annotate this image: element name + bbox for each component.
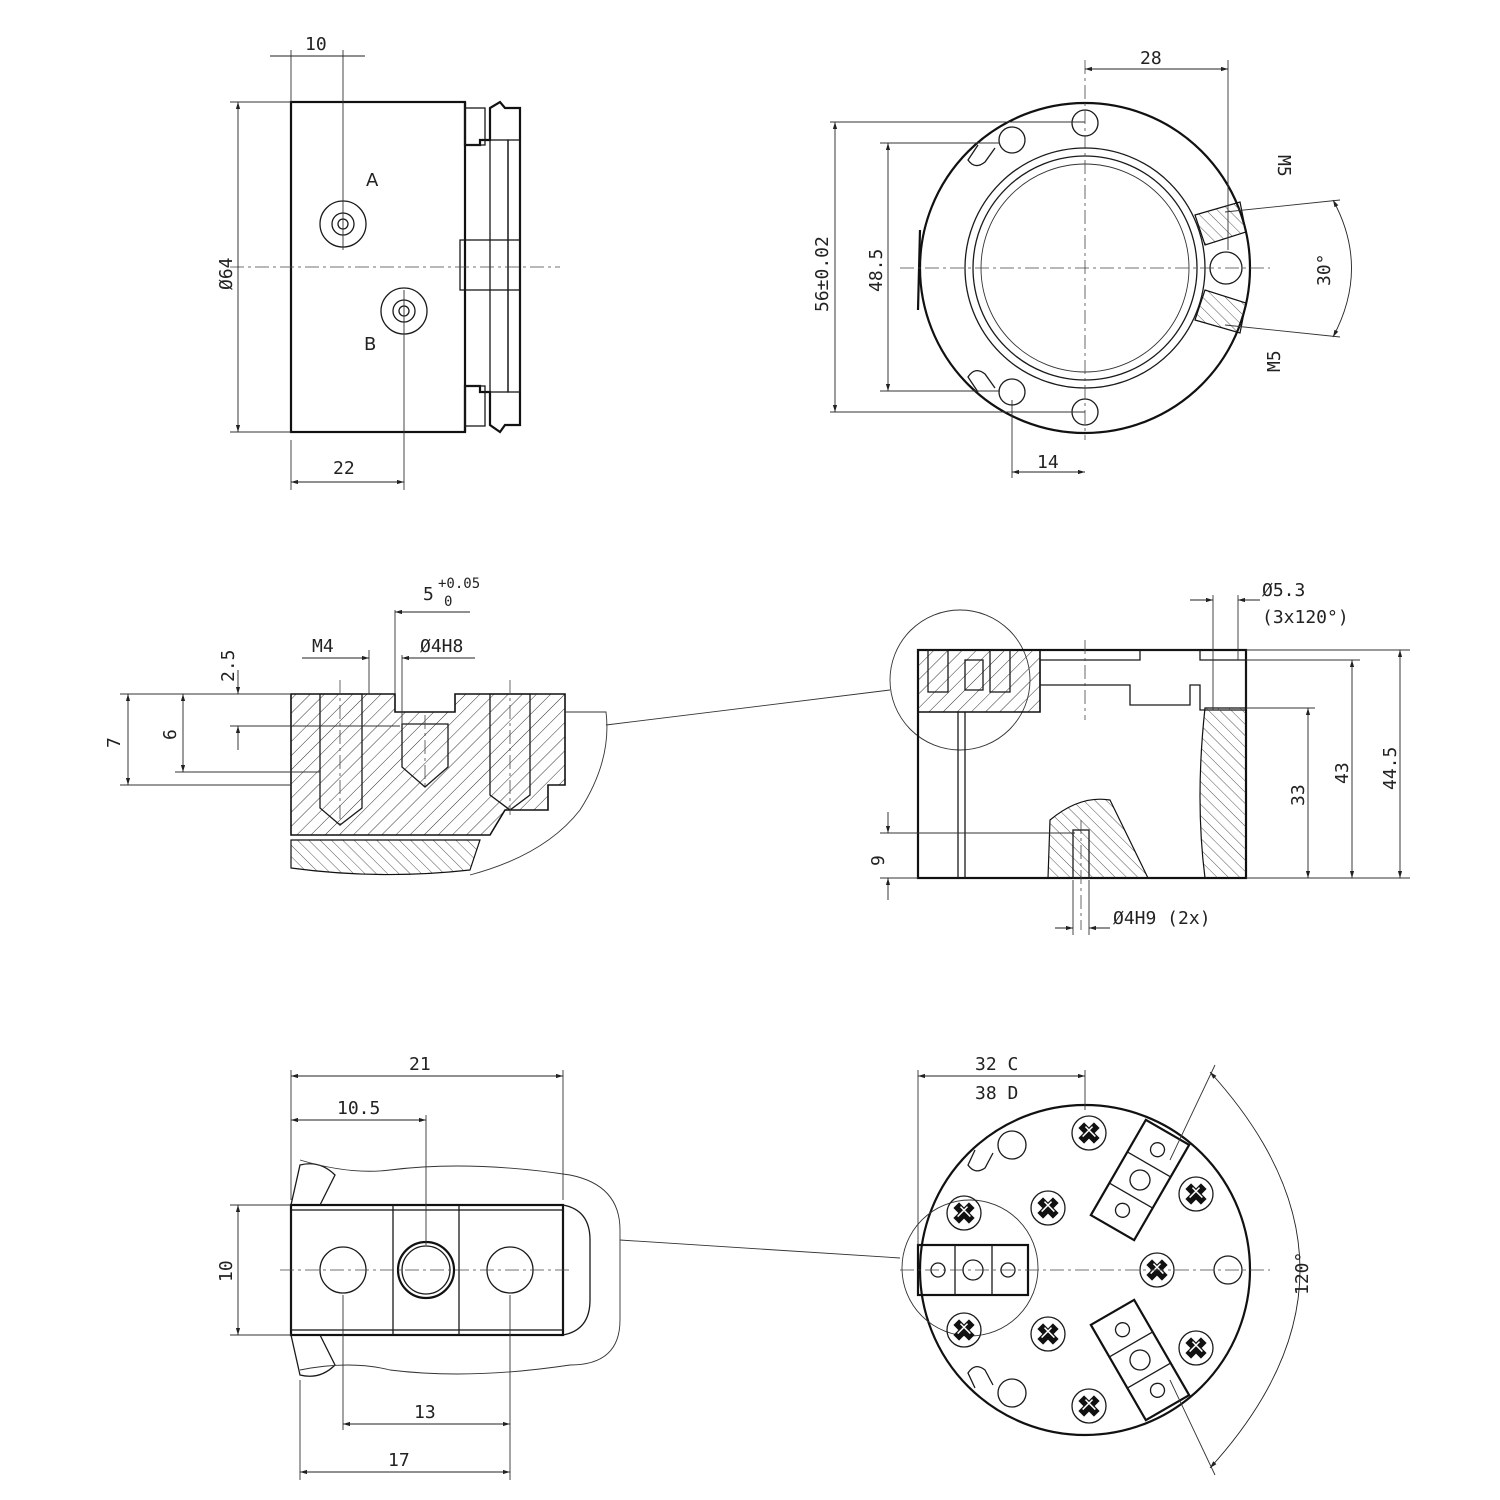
side-view: 10 Ø64 22 A B <box>216 34 560 490</box>
dim-m5-bottom: M5 <box>1264 350 1285 372</box>
dim-5-upper-tol: +0.05 <box>438 576 480 592</box>
bottom-view: 32 C 38 D 120° <box>900 1054 1313 1476</box>
dim-14: 14 <box>1037 452 1059 473</box>
dim-2-5: 2.5 <box>218 649 239 682</box>
dim-17: 17 <box>388 1450 410 1471</box>
plan-detail: 21 10.5 10 13 17 <box>216 1054 901 1480</box>
dim-10-plan: 10 <box>216 1260 237 1282</box>
phillips-screw-icon <box>1071 1388 1107 1424</box>
dim-5-3: Ø5.3 <box>1262 580 1305 601</box>
dim-m5-top: M5 <box>1273 155 1294 177</box>
top-view: 28 56±0.02 48.5 14 M5 M5 30° <box>812 48 1352 478</box>
dim-33: 33 <box>1288 784 1309 806</box>
section-detail: 5 +0.05 0 M4 Ø4H8 2.5 7 6 <box>104 576 891 876</box>
dim-7: 7 <box>104 737 125 748</box>
dim-13: 13 <box>414 1402 436 1423</box>
dim-43: 43 <box>1332 762 1353 784</box>
dim-10: 10 <box>305 34 327 55</box>
dim-48-5: 48.5 <box>866 249 887 292</box>
dim-4h9-2x: Ø4H9 (2x) <box>1113 908 1211 929</box>
dim-diameter-64: Ø64 <box>216 257 237 290</box>
section-view: Ø5.3 (3x120°) 33 43 44.5 9 Ø4H9 (2x) <box>868 580 1410 935</box>
phillips-screw-icon <box>946 1195 982 1231</box>
dim-m4: M4 <box>312 636 334 657</box>
dim-120-deg: 120° <box>1292 1252 1313 1295</box>
phillips-screw-icon <box>1178 1176 1214 1212</box>
dim-28: 28 <box>1140 48 1162 69</box>
dim-3x120: (3x120°) <box>1262 607 1349 628</box>
dim-30-deg: 30° <box>1314 253 1335 286</box>
dim-5-tol: 5 <box>423 584 434 605</box>
dim-5-lower-tol: 0 <box>444 594 452 610</box>
dim-56: 56±0.02 <box>812 236 833 312</box>
phillips-screw-icon <box>946 1312 982 1348</box>
label-b: B <box>364 334 376 355</box>
phillips-screw-icon <box>1030 1190 1066 1226</box>
dim-4h8: Ø4H8 <box>420 636 463 657</box>
dim-38-d: 38 D <box>975 1083 1018 1104</box>
dim-6: 6 <box>160 729 181 740</box>
dim-22: 22 <box>333 458 355 479</box>
dim-9: 9 <box>868 855 889 866</box>
phillips-screw-icon <box>1071 1115 1107 1151</box>
dim-10-5: 10.5 <box>337 1098 380 1119</box>
dim-32-c: 32 C <box>975 1054 1018 1075</box>
dim-21: 21 <box>409 1054 431 1075</box>
dim-44-5: 44.5 <box>1380 747 1401 790</box>
phillips-screw-icon <box>1178 1330 1214 1366</box>
phillips-screw-icon <box>1030 1316 1066 1352</box>
label-a: A <box>366 170 379 191</box>
